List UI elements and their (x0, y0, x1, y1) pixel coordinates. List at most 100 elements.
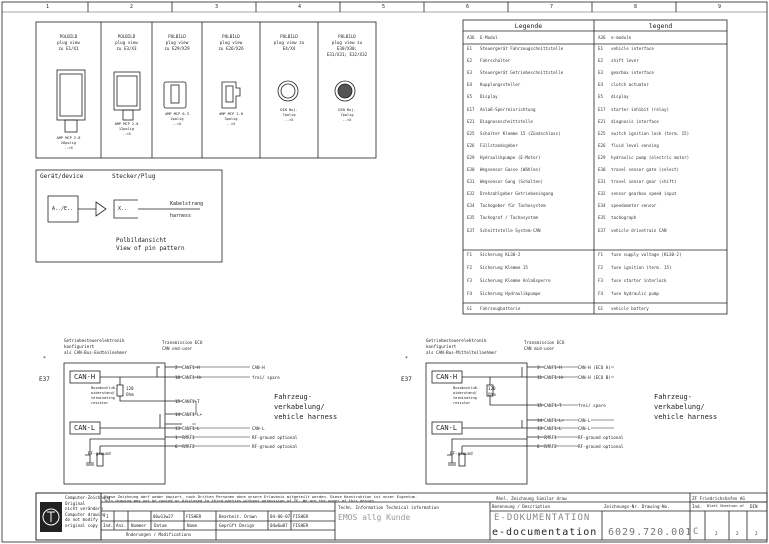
terminating-resistor-label: terminating (453, 396, 477, 400)
resistor-value: 120 (488, 386, 496, 391)
ecu-role-en: CAN end-user (162, 346, 193, 351)
legend-code-de: E31 (467, 179, 475, 185)
harness-wire-label: CAN-H (ECU B) (578, 374, 611, 380)
plug-p3: -->X (64, 146, 73, 150)
plug-id: X.. (118, 206, 128, 212)
harness-wire-label: RF-ground optional (252, 434, 298, 440)
plug-p3: -->X (342, 118, 352, 122)
description-en: e-documentation (492, 527, 598, 538)
cable-label: Kabelstrang (170, 201, 204, 207)
pin-signal: RMRF2 (544, 443, 557, 449)
plug-title: POLBILD (280, 34, 298, 39)
plug-part: DIN Buj. (280, 108, 298, 112)
legend-code-de: E2 (467, 58, 473, 64)
legend-code-de: E30 (467, 167, 475, 172)
pin-signal: CANF1-L (182, 425, 200, 431)
pin-signal: RMRF2 (182, 443, 195, 449)
legend-desc-en: tachograph (611, 215, 637, 221)
sheet-number: 2 (715, 531, 718, 536)
can-l-block: CAN-L (74, 424, 96, 432)
legend-code-de: F3 (467, 278, 473, 283)
plug-l1: plug view (115, 40, 138, 45)
legend-code-en: E34 (598, 203, 606, 209)
legend-code-en: E2 (598, 58, 604, 64)
plug-p3: -->X (122, 132, 131, 136)
header-nummer: Nummer (131, 523, 147, 528)
pin-number: 3 (537, 364, 540, 370)
plug-title: POLBILD (117, 34, 136, 39)
legend-code-en: E26 (598, 142, 606, 148)
asterisk: * (405, 356, 409, 362)
legend-desc-en: starter inhibit (relay) (611, 106, 669, 112)
plug-p2: 12polig (118, 127, 135, 131)
legend-code-en: E29 (598, 154, 606, 160)
legend-code-en: A36 (598, 35, 606, 40)
ruler-number: 2 (130, 4, 134, 10)
harness-wire-label: CAN-L (578, 417, 591, 423)
pin-number: 6 (537, 443, 540, 449)
harness-label: vehicle harness (274, 413, 338, 421)
legend-code-en: E37 (598, 227, 606, 233)
pin-number: 2 (175, 364, 178, 370)
legend-code-en: F3 (598, 278, 604, 283)
legend-desc-de: Sicherung KL30-2 (480, 252, 521, 257)
design-name: FISHER (293, 523, 309, 528)
pin-signal: RMRF1 (544, 434, 557, 440)
plug-p3: -->X (172, 122, 182, 126)
pin-number: 15 (175, 398, 181, 404)
plug-part: AMP MCP 2.8 (56, 136, 81, 140)
computer-drawing-de: Computer-Zeichnung (65, 495, 111, 500)
legend-desc-en: shift lever (611, 58, 639, 64)
pin-signal: CANF1-H (182, 364, 200, 370)
pin-view-en: View of pin pattern (116, 245, 185, 252)
do-not-modify-de: nicht verändern (65, 506, 103, 511)
legend-code-en: F1 (598, 252, 604, 257)
legend-code-de: E17 (467, 106, 475, 112)
legend-desc-de: Sicherung Hydraulikpumpe (480, 291, 541, 296)
legend-code-de: E5 (467, 94, 473, 100)
resistor-unit: Ohm (488, 392, 496, 397)
terminating-resistor-label: Busabschluß- (91, 386, 117, 390)
legend-desc-en: clutch actuator (611, 82, 649, 88)
ruler-number: 3 (215, 4, 219, 10)
terminating-resistor-label: widerstand/ (453, 391, 477, 395)
ruler-number: 5 (382, 4, 386, 10)
plug-title: POLBILD (222, 34, 240, 39)
legend-code-de: E1 (467, 46, 473, 51)
tech-info-value: EMOS allg Kunde (338, 513, 411, 522)
drawn-label: Bearbeit. Drawn (219, 514, 257, 519)
plug-l2: zu E1/X1 (58, 46, 79, 51)
similar-drawing-label: Ähnl. Zeichnung Similar draw (496, 496, 567, 501)
ruler-number: 4 (298, 4, 302, 10)
header-name: Name (187, 523, 198, 528)
pin-signal: RMRF1 (182, 434, 195, 440)
legend-desc-en: sensor gearbox speed input (611, 191, 677, 197)
harness-wire-label: CAN-L (252, 425, 265, 431)
legend-code-en: E35 (598, 215, 606, 221)
plug-label: Stecker/Plug (112, 173, 156, 180)
ecu-role-de: als CAN-Bus-Endteilnehmer (64, 350, 128, 355)
pin-number: 13 (175, 425, 181, 431)
ruler-number: 7 (550, 4, 554, 10)
pin-signal: CANF1-L+ (544, 417, 565, 423)
harness-wire-label: CAN-H (252, 364, 265, 370)
legend-desc-de: Diagnoseschnittstelle (480, 118, 533, 124)
plug-l2: zu E3/X3 (116, 46, 137, 51)
legend-desc-de: Hydraulikpumpe (E-Motor) (480, 154, 541, 160)
drawn-name: FISHER (293, 514, 309, 519)
harness-wire-label: frei/ spare (252, 374, 280, 380)
harness-label: Fahrzeug- (654, 393, 692, 401)
legend-code-de: E3 (467, 70, 473, 76)
header-datum: Datum (154, 523, 167, 528)
component-ref: E37 (401, 376, 412, 383)
plug-p2: 26polig (60, 141, 77, 145)
copyright-notice-en: This drawing may not be copied or disclo… (104, 498, 377, 503)
legend-desc-de: Wegsensor Gasse (Wählen) (480, 167, 541, 172)
legend-code-de: E35 (467, 215, 475, 221)
legend-code-en: G1 (598, 306, 604, 311)
legend-desc-en: fuse ignition (term. 15) (611, 265, 672, 270)
pin-signal: CANF1-H+ (544, 374, 565, 380)
legend-code-de: F2 (467, 265, 473, 270)
legend-code-de: E26 (467, 142, 475, 148)
legend-title-de: Legende (514, 22, 543, 30)
